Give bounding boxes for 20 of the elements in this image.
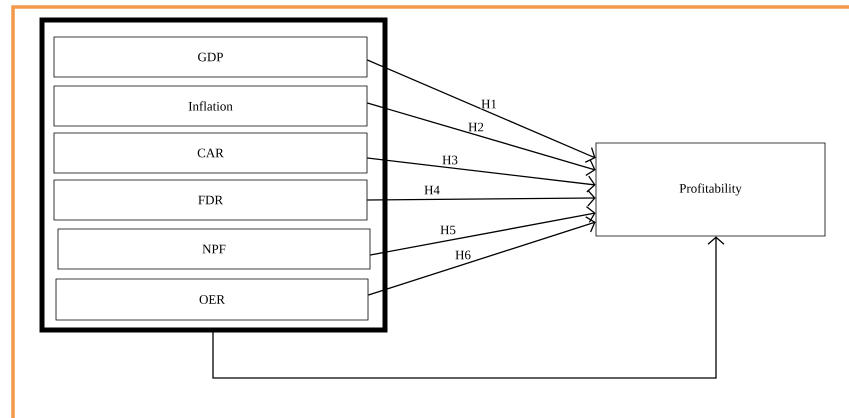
arrow [367,59,596,163]
arrow [212,236,724,379]
variable-box: OER [56,278,368,320]
edge-label: H5 [440,225,456,235]
edge-label: H6 [454,250,472,260]
variable-box: NPF [58,228,370,270]
arrow [367,102,596,176]
edge-label: H2 [468,122,484,132]
variable-box: Inflation [54,86,368,126]
edge-label: H4 [424,185,440,195]
variable-box: FDR [54,180,368,220]
arrow [368,216,596,296]
arrow [370,206,596,256]
group-box [40,18,388,332]
edge-label: H1 [480,99,498,109]
variable-box: CAR [54,132,368,174]
variable-box: GDP [54,36,368,78]
arrow [367,190,596,206]
outcome-box: Profitability [596,142,826,236]
edge-label: H3 [442,155,458,165]
